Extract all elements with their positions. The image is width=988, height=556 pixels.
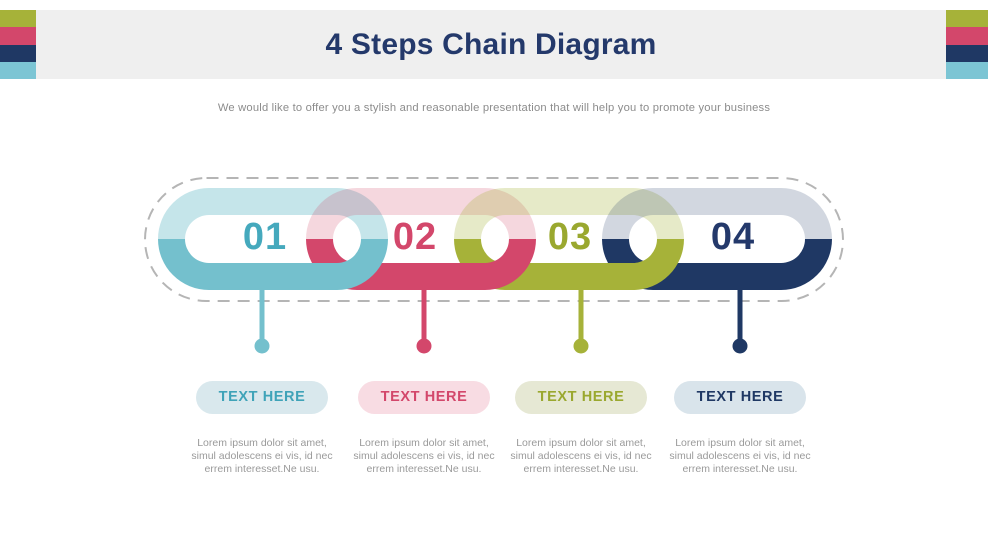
header-band: 4 Steps Chain Diagram [36, 10, 946, 79]
description-line: simul adolescens ei vis, id nec [191, 450, 333, 463]
description-line: errem interesset.Ne usu. [366, 463, 482, 476]
description-line: Lorem ipsum dolor sit amet, [197, 437, 327, 449]
header-stripes-left [0, 10, 36, 79]
description-line: simul adolescens ei vis, id nec [510, 450, 652, 463]
step-number: 02 [392, 216, 438, 258]
description-line: Lorem ipsum dolor sit amet, [675, 437, 805, 449]
slide-subtitle: We would like to offer you a stylish and… [217, 102, 771, 114]
description-line: errem interesset.Ne usu. [682, 463, 798, 476]
stripe-pink [0, 27, 36, 45]
description-line: Lorem ipsum dolor sit amet, [516, 437, 646, 449]
step-label-pill: TEXT HERE [358, 381, 490, 414]
step-description: Lorem ipsum dolor sit amet, simul adoles… [654, 437, 826, 477]
step-number: 04 [710, 216, 756, 258]
step-description: Lorem ipsum dolor sit amet, simul adoles… [495, 437, 667, 477]
step-label-pill: TEXT HERE [674, 381, 806, 414]
step-label-pill: TEXT HERE [196, 381, 328, 414]
header-stripes-right [946, 10, 988, 79]
step-number: 03 [547, 216, 593, 258]
page-title: 4 Steps Chain Diagram [325, 28, 657, 61]
step-description: Lorem ipsum dolor sit amet, simul adoles… [176, 437, 348, 477]
description-line: Lorem ipsum dolor sit amet, [359, 437, 489, 449]
stripe-navy [946, 44, 988, 62]
stripe-pink [946, 27, 988, 45]
stripe-teal [946, 61, 988, 79]
stripe-teal [0, 61, 36, 79]
step-description: Lorem ipsum dolor sit amet, simul adoles… [338, 437, 510, 477]
description-line: errem interesset.Ne usu. [204, 463, 320, 476]
description-line: simul adolescens ei vis, id nec [669, 450, 811, 463]
step-number: 01 [242, 216, 288, 258]
description-line: simul adolescens ei vis, id nec [353, 450, 495, 463]
stripe-olive [946, 10, 988, 28]
stripe-olive [0, 10, 36, 28]
stripe-navy [0, 44, 36, 62]
description-line: errem interesset.Ne usu. [523, 463, 639, 476]
step-label-pill: TEXT HERE [515, 381, 647, 414]
